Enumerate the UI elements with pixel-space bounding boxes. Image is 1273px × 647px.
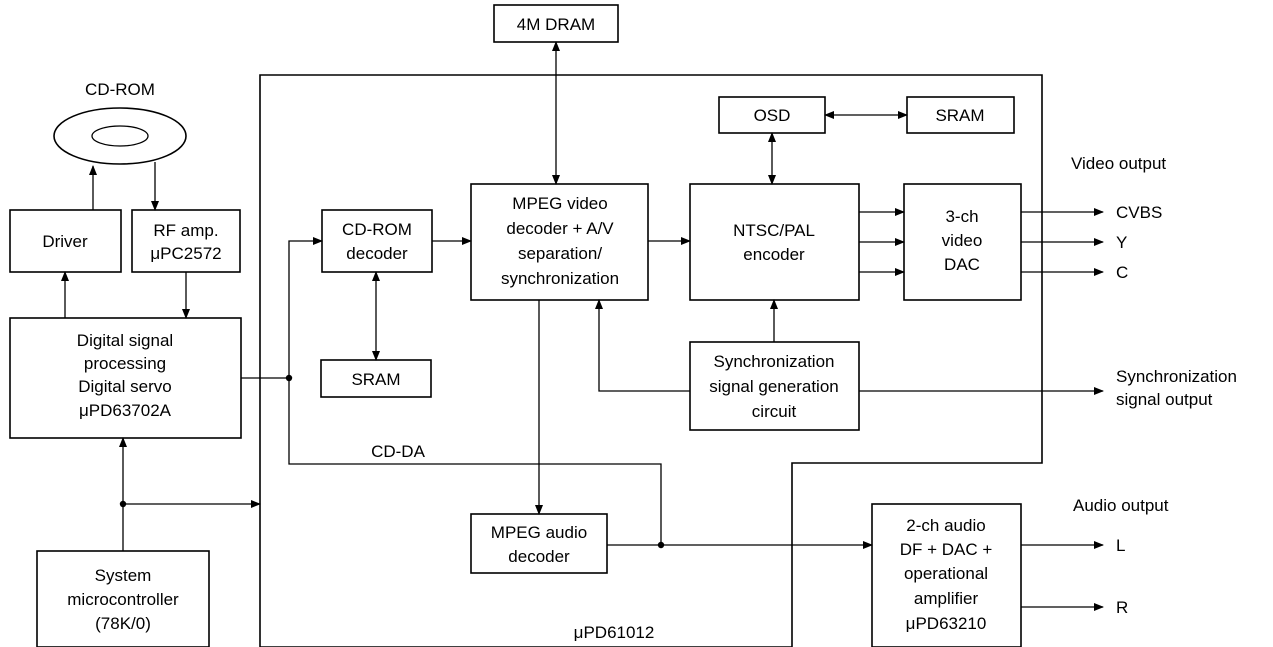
cdrom-decoder-line-1: CD-ROM	[342, 220, 412, 239]
dsp-servo-block: Digital signal processing Digital servo …	[9, 317, 242, 439]
chip-name-label: μPD61012	[574, 623, 655, 642]
cd-da-label: CD-DA	[371, 442, 425, 461]
c-label: C	[1116, 263, 1128, 282]
mcu-line-1: System	[95, 566, 152, 585]
mcu-junction-dot	[119, 500, 127, 508]
mpeg-video-line-3: separation/	[518, 244, 602, 263]
audio-dac-line-5: μPD63210	[906, 614, 987, 633]
video-output-label: Video output	[1071, 154, 1166, 173]
mcu-line-3: (78K/0)	[95, 614, 151, 633]
ntsc-pal-encoder-block: NTSC/PAL encoder	[689, 183, 860, 301]
mpeg-audio-decoder-block: MPEG audio decoder	[470, 513, 608, 574]
audio-dac-line-3: operational	[904, 564, 988, 583]
system-microcontroller-block: System microcontroller (78K/0)	[36, 550, 210, 647]
cdrom-disc: CD-ROM	[53, 80, 187, 165]
ntsc-pal-line-2: encoder	[743, 245, 805, 264]
l-label: L	[1116, 536, 1125, 555]
driver-label: Driver	[42, 232, 88, 251]
driver-block: Driver	[9, 209, 122, 273]
cdrom-decoder-line-2: decoder	[346, 244, 408, 263]
mpeg-video-line-1: MPEG video	[512, 194, 607, 213]
dram-block: 4M DRAM	[493, 4, 619, 43]
rf-amp-block: RF amp. μPC2572	[131, 209, 241, 273]
upd61012-chip-boundary	[259, 74, 1043, 647]
cdrom-label: CD-ROM	[85, 80, 155, 99]
sync-gen-line-1: Synchronization	[714, 352, 835, 371]
sram-cd-block: SRAM	[320, 359, 432, 398]
osd-label: OSD	[754, 106, 791, 125]
cd-da-path	[288, 378, 662, 545]
dsp-line-1: Digital signal	[77, 331, 173, 350]
y-label: Y	[1116, 233, 1127, 252]
cdrom-decoder-block: CD-ROM decoder	[321, 209, 433, 273]
mpeg-video-line-4: synchronization	[501, 269, 619, 288]
rf-amp-line-2: μPC2572	[150, 244, 221, 263]
audio-dac-line-2: DF + DAC +	[900, 540, 993, 559]
sync-mpeg-link	[595, 299, 690, 392]
disc-hole-icon	[91, 125, 149, 147]
dsp-line-4: μPD63702A	[79, 401, 172, 420]
audio-dac-line-1: 2-ch audio	[906, 516, 985, 535]
dram-label: 4M DRAM	[517, 15, 595, 34]
video-dac-line-1: 3-ch	[945, 207, 978, 226]
dsp-cdrom-decoder-link	[288, 237, 323, 378]
audio-dac-line-4: amplifier	[914, 589, 979, 608]
audio-dac-block: 2-ch audio DF + DAC + operational amplif…	[871, 503, 1022, 647]
mpeg-audio-line-2: decoder	[508, 547, 570, 566]
sync-gen-line-3: circuit	[752, 402, 797, 421]
video-dac-line-3: DAC	[944, 255, 980, 274]
osd-block: OSD	[718, 96, 826, 134]
video-dac-block: 3-ch video DAC	[903, 183, 1022, 301]
video-dac-line-2: video	[942, 231, 983, 250]
audio-output-label: Audio output	[1073, 496, 1169, 515]
dsp-line-3: Digital servo	[78, 377, 172, 396]
audio-junction-dot	[657, 541, 665, 549]
rf-amp-line-1: RF amp.	[153, 221, 218, 240]
sram-cd-label: SRAM	[351, 370, 400, 389]
sync-output-line-1: Synchronization	[1116, 367, 1237, 386]
sync-gen-line-2: signal generation	[709, 377, 838, 396]
sram-osd-block: SRAM	[906, 96, 1015, 134]
mcu-line-2: microcontroller	[67, 590, 179, 609]
r-label: R	[1116, 598, 1128, 617]
mpeg-video-line-2: decoder + A/V	[506, 219, 614, 238]
sync-generation-block: Synchronization signal generation circui…	[689, 341, 860, 431]
dsp-line-2: processing	[84, 354, 166, 373]
sync-output-line-2: signal output	[1116, 390, 1213, 409]
mpeg-video-decoder-block: MPEG video decoder + A/V separation/ syn…	[470, 183, 649, 301]
sram-osd-label: SRAM	[935, 106, 984, 125]
cvbs-label: CVBS	[1116, 203, 1162, 222]
mpeg-audio-line-1: MPEG audio	[491, 523, 587, 542]
ntsc-pal-line-1: NTSC/PAL	[733, 221, 815, 240]
